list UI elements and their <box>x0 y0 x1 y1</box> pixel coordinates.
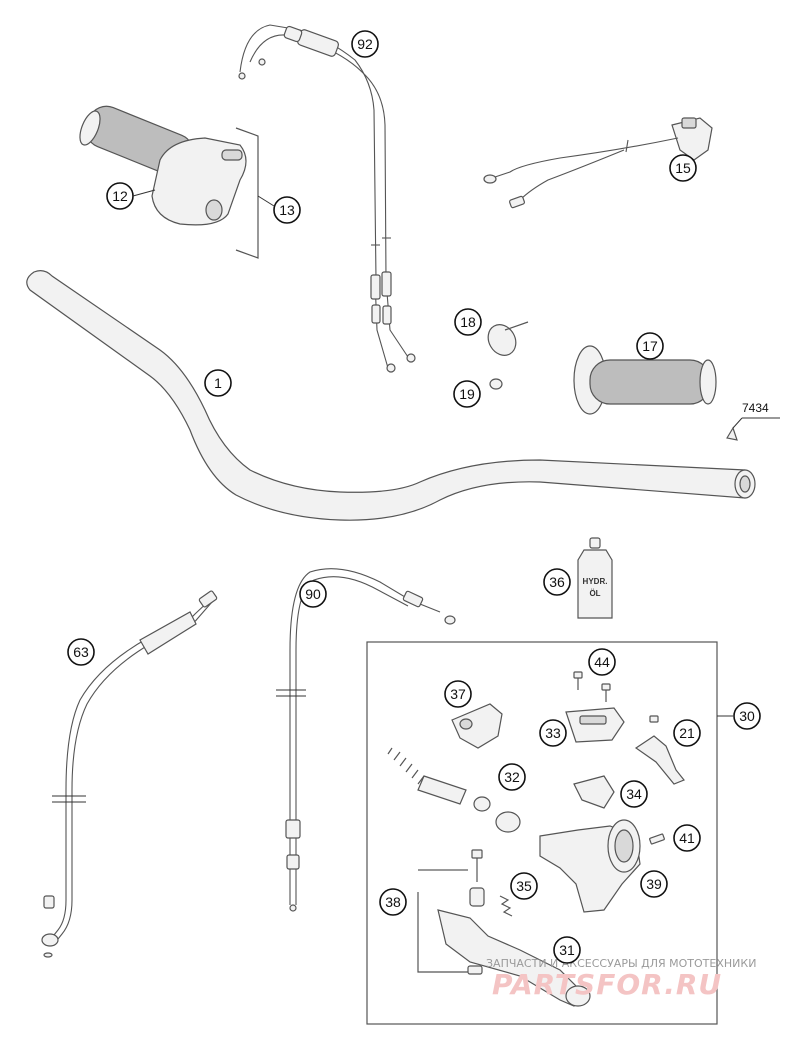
callout-18: 18 <box>454 308 482 336</box>
reservoir-gasket <box>573 775 615 809</box>
svg-text:41: 41 <box>679 830 695 846</box>
svg-text:1: 1 <box>214 375 222 391</box>
reservoir-cover <box>565 707 625 743</box>
kill-switch <box>483 117 713 209</box>
callout-12: 12 <box>106 182 134 210</box>
callout-21: 21 <box>673 719 701 747</box>
callout-32: 32 <box>498 763 526 791</box>
callout-38: 38 <box>379 888 407 916</box>
clutch-cable <box>276 568 456 912</box>
svg-text:92: 92 <box>357 36 373 52</box>
hydraulic-oil-bottle: HYDR. ÖL <box>577 537 613 619</box>
callout-36: 36 <box>543 568 571 596</box>
svg-text:63: 63 <box>73 644 89 660</box>
throttle-housing <box>151 127 259 259</box>
svg-text:90: 90 <box>305 586 321 602</box>
left-grip <box>573 345 717 415</box>
callout-33: 33 <box>539 719 567 747</box>
callout-39: 39 <box>640 870 668 898</box>
callout-13: 13 <box>273 196 301 224</box>
svg-text:39: 39 <box>646 876 662 892</box>
svg-text:13: 13 <box>279 202 295 218</box>
svg-text:30: 30 <box>739 708 755 724</box>
callout-17: 17 <box>636 332 664 360</box>
callout-90: 90 <box>299 580 327 608</box>
svg-text:37: 37 <box>450 686 466 702</box>
svg-text:38: 38 <box>385 894 401 910</box>
svg-text:44: 44 <box>594 654 610 670</box>
callout-1: 1 <box>204 369 232 397</box>
callout-34: 34 <box>620 780 648 808</box>
pivot-bolt <box>417 849 485 975</box>
svg-text:31: 31 <box>559 942 575 958</box>
svg-text:15: 15 <box>675 160 691 176</box>
piston-kit <box>387 747 521 833</box>
callout-37: 37 <box>444 680 472 708</box>
callout-31: 31 <box>553 936 581 964</box>
svg-text:36: 36 <box>549 574 565 590</box>
watermark-tagline: ЗАПЧАСТИ И АКСЕССУАРЫ ДЛЯ МОТОТЕХНИКИ <box>486 957 756 970</box>
spring <box>499 895 513 917</box>
lever-adjuster <box>634 715 685 785</box>
svg-text:21: 21 <box>679 725 695 741</box>
svg-text:35: 35 <box>516 878 532 894</box>
oil-label-line2: ÖL <box>589 589 600 598</box>
callout-63: 63 <box>67 638 95 666</box>
svg-text:33: 33 <box>545 725 561 741</box>
svg-text:34: 34 <box>626 786 642 802</box>
master-cylinder-box <box>366 641 733 1025</box>
svg-text:19: 19 <box>459 386 475 402</box>
svg-text:32: 32 <box>504 769 520 785</box>
master-cylinder-body <box>539 819 665 913</box>
callout-92: 92 <box>351 30 379 58</box>
svg-text:18: 18 <box>460 314 476 330</box>
watermark-brand: PARTSFOR.RU <box>492 968 722 1001</box>
watermark: ЗАПЧАСТИ И АКСЕССУАРЫ ДЛЯ МОТОТЕХНИКИ PA… <box>486 957 756 1001</box>
screws-44 <box>573 671 611 702</box>
brake-lever <box>437 909 591 1007</box>
throttle-cable <box>238 24 416 373</box>
callout-41: 41 <box>673 824 701 852</box>
cable-tie <box>487 321 529 356</box>
clamp <box>451 703 503 749</box>
svg-text:12: 12 <box>112 188 128 204</box>
callout-35: 35 <box>510 872 538 900</box>
callout-30: 30 <box>733 702 761 730</box>
oil-label-line1: HYDR. <box>583 577 608 586</box>
ref-7434 <box>726 417 780 441</box>
ref-7434-label: 7434 <box>742 401 769 415</box>
nut <box>489 378 503 390</box>
callout-44: 44 <box>588 648 616 676</box>
brake-hose <box>41 590 218 958</box>
svg-text:17: 17 <box>642 338 658 354</box>
callout-15: 15 <box>669 154 697 182</box>
callout-19: 19 <box>453 380 481 408</box>
handlebar <box>26 270 756 521</box>
